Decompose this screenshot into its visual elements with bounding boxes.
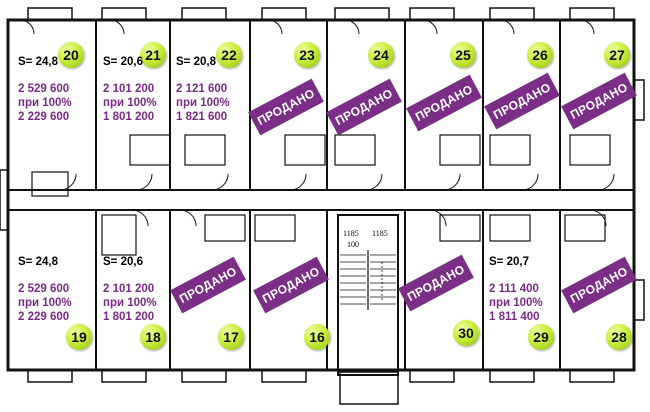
unit-23-badge[interactable]: 23 bbox=[294, 42, 320, 68]
unit-19-price: 2 529 600 bbox=[18, 283, 70, 295]
unit-29-note: при 100% bbox=[489, 297, 543, 309]
unit-22-note: при 100% bbox=[176, 97, 230, 109]
unit-29-discount-price: 1 811 400 bbox=[489, 311, 540, 323]
unit-22-area: S= 20,8 bbox=[176, 56, 216, 68]
unit-19-badge[interactable]: 19 bbox=[66, 324, 92, 350]
unit-25-badge[interactable]: 25 bbox=[450, 42, 476, 68]
unit-20-price: 2 529 600 bbox=[18, 83, 70, 95]
unit-20-discount-price: 2 229 600 bbox=[18, 111, 70, 123]
unit-20-badge[interactable]: 20 bbox=[58, 42, 84, 68]
unit-21-price: 2 101 200 bbox=[103, 83, 155, 95]
unit-21-discount-price: 1 801 200 bbox=[103, 111, 155, 123]
unit-24-badge[interactable]: 24 bbox=[368, 42, 394, 68]
unit-21-note: при 100% bbox=[103, 97, 157, 109]
unit-18-badge[interactable]: 18 bbox=[140, 324, 166, 350]
unit-22-price: 2 121 600 bbox=[176, 83, 228, 95]
unit-19-info: S= 24,8 2 529 600 при 100% 2 229 600 bbox=[18, 256, 98, 324]
unit-26-badge[interactable]: 26 bbox=[527, 42, 553, 68]
unit-30-badge[interactable]: 30 bbox=[453, 320, 479, 346]
unit-16-badge[interactable]: 16 bbox=[304, 324, 330, 350]
unit-19-discount-price: 2 229 600 bbox=[18, 311, 70, 323]
unit-18-area: S= 20,6 bbox=[103, 256, 143, 268]
stair-dim-right: 1185 bbox=[372, 229, 388, 238]
unit-20-info: S= 24,8 2 529 600 при 100% 2 229 600 bbox=[18, 56, 98, 124]
unit-29-area: S= 20,7 bbox=[489, 256, 529, 268]
unit-19-note: при 100% bbox=[18, 297, 72, 309]
unit-22-badge[interactable]: 22 bbox=[216, 42, 242, 68]
unit-20-area: S= 24,8 bbox=[18, 56, 58, 68]
unit-28-badge[interactable]: 28 bbox=[606, 324, 632, 350]
unit-20-note: при 100% bbox=[18, 97, 72, 109]
unit-19-area: S= 24,8 bbox=[18, 256, 58, 268]
unit-21-badge[interactable]: 21 bbox=[140, 42, 166, 68]
unit-29-info: S= 20,7 2 111 400 при 100% 1 811 400 bbox=[489, 256, 569, 324]
unit-27-badge[interactable]: 27 bbox=[604, 42, 630, 68]
unit-18-info: S= 20,6 2 101 200 при 100% 1 801 200 bbox=[103, 256, 183, 324]
unit-22-discount-price: 1 821 600 bbox=[176, 111, 228, 123]
unit-18-note: при 100% bbox=[103, 297, 157, 309]
unit-29-badge[interactable]: 29 bbox=[528, 324, 554, 350]
unit-22-info: S= 20,8 2 121 600 при 100% 1 821 600 bbox=[176, 56, 256, 124]
unit-18-discount-price: 1 801 200 bbox=[103, 311, 155, 323]
unit-21-area: S= 20,6 bbox=[103, 56, 143, 68]
stair-dim-left: 1185 bbox=[343, 229, 359, 238]
unit-18-price: 2 101 200 bbox=[103, 283, 155, 295]
unit-21-info: S= 20,6 2 101 200 при 100% 1 801 200 bbox=[103, 56, 183, 124]
unit-29-price: 2 111 400 bbox=[489, 283, 539, 295]
stair-dim-mid: 100 bbox=[347, 240, 359, 249]
unit-17-badge[interactable]: 17 bbox=[218, 324, 244, 350]
